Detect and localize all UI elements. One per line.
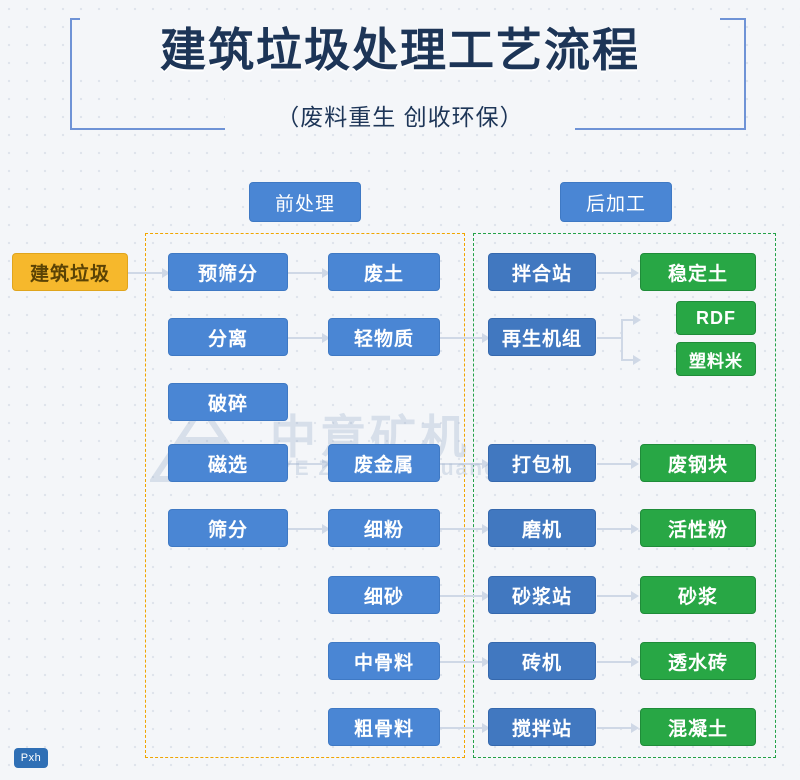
node-material-scrap-metal[interactable]: 废金属 — [328, 444, 440, 482]
connector-line — [288, 337, 324, 339]
page-title-wrap: 建筑垃圾处理工艺流程 — [80, 16, 720, 78]
node-equipment-recycling-unit[interactable]: 再生机组 — [488, 318, 596, 356]
node-equipment-stirring-station[interactable]: 搅拌站 — [488, 708, 596, 746]
node-input-construction-waste[interactable]: 建筑垃圾 — [12, 253, 128, 291]
node-equipment-mortar-station[interactable]: 砂浆站 — [488, 576, 596, 614]
connector-arrow — [633, 315, 641, 325]
section-tag-postprocessing: 后加工 — [560, 182, 672, 222]
connector-line — [440, 463, 484, 465]
connector-arrow — [631, 459, 639, 469]
node-material-coarse-aggregate[interactable]: 粗骨料 — [328, 708, 440, 746]
node-material-light-matter[interactable]: 轻物质 — [328, 318, 440, 356]
node-product-scrap-steel-block[interactable]: 废钢块 — [640, 444, 756, 482]
node-product-concrete[interactable]: 混凝土 — [640, 708, 756, 746]
node-equipment-baler[interactable]: 打包机 — [488, 444, 596, 482]
connector-line — [621, 359, 635, 361]
node-material-fine-powder[interactable]: 细粉 — [328, 509, 440, 547]
connector-arrow — [631, 591, 639, 601]
group-frame-pretreatment — [145, 233, 465, 758]
connector-line — [597, 661, 633, 663]
connector-line — [440, 337, 484, 339]
connector-line — [597, 463, 633, 465]
connector-arrow — [631, 723, 639, 733]
connector-arrow — [482, 333, 490, 343]
node-process-pre-screening[interactable]: 预筛分 — [168, 253, 288, 291]
connector-arrow — [162, 268, 170, 278]
node-equipment-brick-machine[interactable]: 砖机 — [488, 642, 596, 680]
page-header: 建筑垃圾处理工艺流程 （废料重生 创收环保） — [0, 0, 800, 150]
group-frame-postprocessing — [473, 233, 776, 758]
connector-line — [597, 595, 633, 597]
connector-line — [440, 727, 484, 729]
node-process-magnetic-separation[interactable]: 磁选 — [168, 444, 288, 482]
connector-line — [128, 272, 164, 274]
connector-arrow — [322, 333, 330, 343]
connector-line — [288, 528, 324, 530]
connector-arrow — [631, 524, 639, 534]
connector-line — [597, 528, 633, 530]
connector-line — [440, 661, 484, 663]
node-product-active-powder[interactable]: 活性粉 — [640, 509, 756, 547]
connector-line — [288, 463, 324, 465]
node-product-permeable-brick[interactable]: 透水砖 — [640, 642, 756, 680]
connector-arrow — [482, 459, 490, 469]
section-tag-pretreatment: 前处理 — [249, 182, 361, 222]
connector-arrow — [482, 591, 490, 601]
connector-arrow — [322, 524, 330, 534]
connector-line — [288, 272, 324, 274]
connector-line — [621, 319, 623, 361]
node-process-separation[interactable]: 分离 — [168, 318, 288, 356]
connector-arrow — [633, 355, 641, 365]
connector-arrow — [482, 524, 490, 534]
node-process-crushing[interactable]: 破碎 — [168, 383, 288, 421]
node-product-rdf[interactable]: RDF — [676, 301, 756, 335]
connector-arrow — [482, 723, 490, 733]
connector-arrow — [631, 268, 639, 278]
node-equipment-grinder[interactable]: 磨机 — [488, 509, 596, 547]
connector-line — [621, 319, 635, 321]
node-product-stabilized-soil[interactable]: 稳定土 — [640, 253, 756, 291]
node-product-plastic-pellet[interactable]: 塑料米 — [676, 342, 756, 376]
node-process-screening[interactable]: 筛分 — [168, 509, 288, 547]
connector-line — [440, 528, 484, 530]
node-material-medium-aggregate[interactable]: 中骨料 — [328, 642, 440, 680]
connector-line — [597, 337, 621, 339]
connector-line — [597, 272, 633, 274]
page-title: 建筑垃圾处理工艺流程 — [160, 24, 640, 76]
node-material-fine-sand[interactable]: 细砂 — [328, 576, 440, 614]
page-subtitle-wrap: （废料重生 创收环保） — [225, 96, 575, 134]
corner-badge: Pxh — [14, 748, 48, 768]
node-equipment-mixing-station[interactable]: 拌合站 — [488, 253, 596, 291]
node-product-mortar[interactable]: 砂浆 — [640, 576, 756, 614]
connector-arrow — [322, 268, 330, 278]
page-subtitle: （废料重生 创收环保） — [276, 104, 524, 130]
connector-line — [440, 595, 484, 597]
connector-arrow — [482, 657, 490, 667]
connector-line — [597, 727, 633, 729]
node-material-waste-soil[interactable]: 废土 — [328, 253, 440, 291]
connector-arrow — [631, 657, 639, 667]
connector-arrow — [322, 459, 330, 469]
